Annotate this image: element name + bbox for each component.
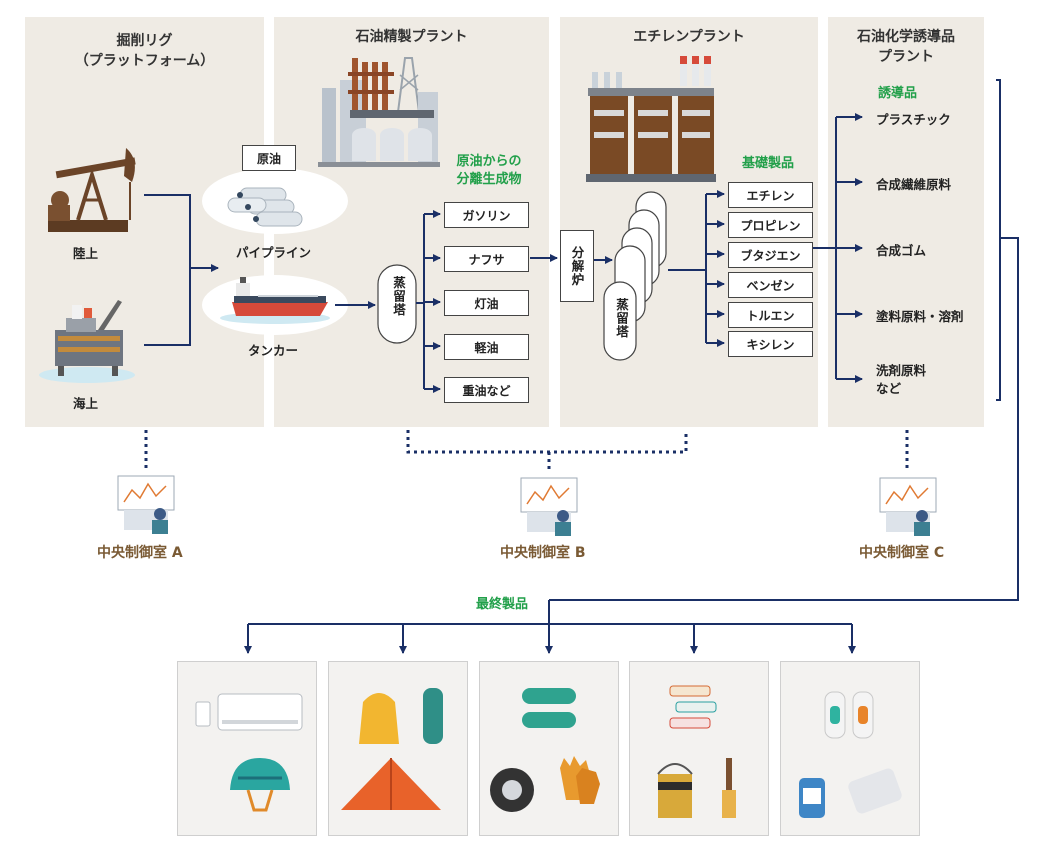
control-room-b-label: 中央制御室 B [500,545,586,561]
basic-benzene: ベンゼン [728,272,813,298]
basic-butadiene: ブタジエン [728,242,813,268]
pumpjack-icon [48,148,136,232]
paint-tubes-brush-icon [657,685,736,818]
ethylene-column-label: 蒸留塔 [614,298,629,339]
derivative-plastic: プラスチック [876,112,951,127]
final-product-jacket-tent [328,661,468,836]
jacket-tent-icon [341,688,443,810]
control-room-a-label: 中央制御室 A [97,545,183,561]
final-product-sandals-tire-gloves [479,661,619,836]
panel-title-refinery: 石油精製プラント [355,29,468,45]
detergent-bottles-icon [799,691,902,818]
pipeline-label: パイプライン [236,245,312,260]
final-product-detergent [780,661,920,836]
product-kerosene: 灯油 [444,290,529,316]
product-naphtha: ナフサ [444,246,529,272]
offshore-platform-icon [39,300,135,383]
derivative-synthetic-rubber: 合成ゴム [876,243,927,258]
pipeline-icon [227,187,303,227]
basic-toluene: トルエン [728,302,813,328]
sandals-tire-gloves-icon [490,688,600,812]
final-products-heading: 最終製品 [476,597,529,612]
panel-title-drilling: 掘削リグ （プラットフォーム） [74,33,215,69]
tanker-ship-icon [220,277,330,324]
basic-products-heading: 基礎製品 [741,156,794,171]
panel-petrochemical: 石油化学誘導品 プラント [828,17,984,427]
ethylene-plant-icon [586,56,716,182]
derivative-paint-solvent: 塗料原料・溶剤 [876,309,964,324]
cracker-label: 分解炉 [569,245,585,287]
final-product-aircon-helmet [177,661,317,836]
control-room-c-icon [879,477,937,536]
cracker-cylinders-icon [603,191,667,361]
panel-title-petrochemical: 石油化学誘導品 プラント [857,29,955,65]
cracker-box: 分解炉 [560,230,594,302]
refinery-products-heading: 原油からの 分離生成物 [456,154,522,187]
tanker-label: タンカー [248,343,299,358]
crude-oil-label: 原油 [242,145,296,171]
product-light-oil: 軽油 [444,334,529,360]
final-product-paint [629,661,769,836]
onshore-label: 陸上 [73,246,99,261]
product-gasoline: ガソリン [444,202,529,228]
basic-propylene: プロピレン [728,212,813,238]
derivative-detergent: 洗剤原料 など [876,363,927,396]
control-room-b-icon [520,477,578,536]
product-heavy-oil: 重油など [444,377,529,403]
basic-xylene: キシレン [728,331,813,357]
offshore-label: 海上 [73,396,99,411]
derivatives-heading: 誘導品 [878,86,918,101]
derivative-synthetic-fiber: 合成繊維原料 [876,177,952,192]
control-room-a-icon [117,475,175,534]
aircon-helmet-icon [195,693,303,812]
refinery-column-label: 蒸留塔 [391,276,406,317]
basic-ethylene: エチレン [728,182,813,208]
refinery-plant-icon [318,57,440,167]
control-room-c-label: 中央制御室 C [859,545,945,561]
panel-title-ethylene: エチレンプラント [633,29,745,45]
